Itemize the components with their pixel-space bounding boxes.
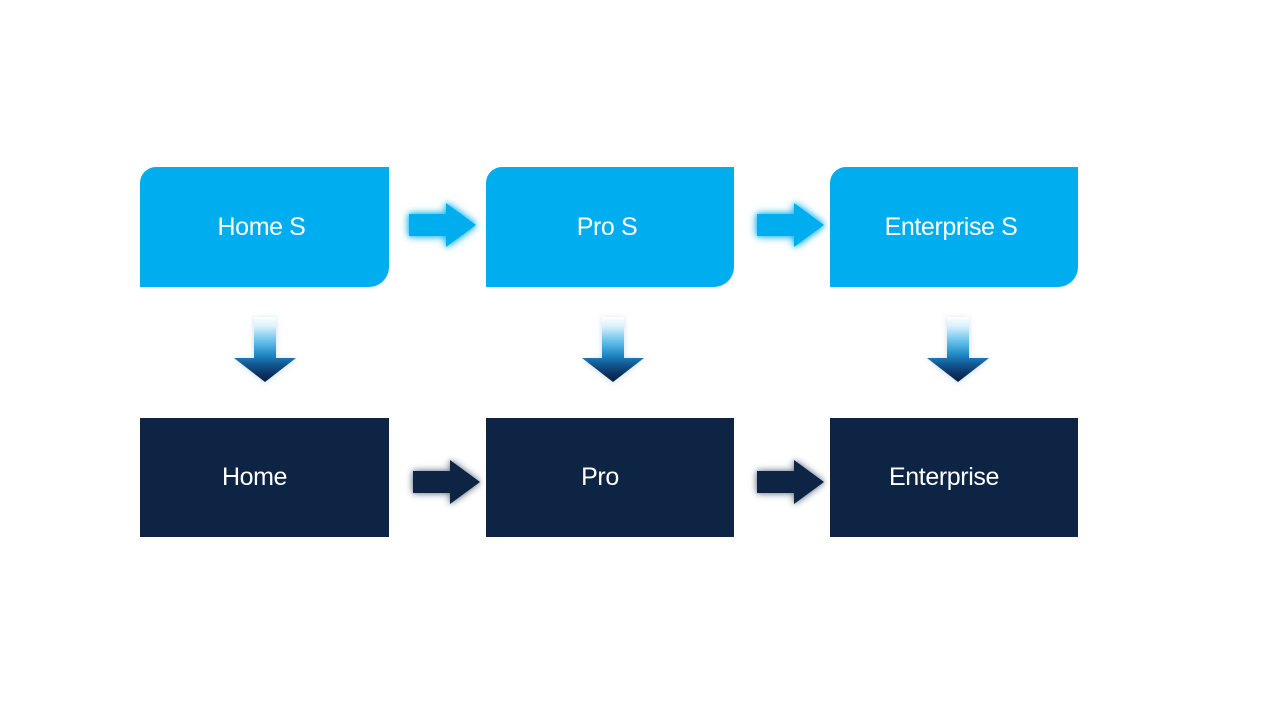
node-label: Pro xyxy=(581,463,619,491)
right-arrow-shape xyxy=(757,203,824,247)
node-enterprise: Enterprise xyxy=(830,418,1078,537)
down-arrow-icon xyxy=(234,317,296,382)
node-label: Pro S xyxy=(576,212,638,241)
node-label: Home S xyxy=(217,212,306,241)
right-arrow-icon xyxy=(413,460,480,504)
right-arrow-shape xyxy=(757,460,824,504)
down-arrow-shape xyxy=(234,317,296,382)
down-arrow-icon xyxy=(582,317,644,382)
node-label: Home xyxy=(221,463,288,491)
right-arrow-shape xyxy=(413,460,480,504)
right-arrow-icon xyxy=(757,203,824,247)
node-label: Enterprise S xyxy=(884,212,1018,241)
node-home-s: Home S xyxy=(140,167,389,287)
node-pro: Pro xyxy=(486,418,734,537)
node-label: Enterprise xyxy=(889,463,999,491)
node-enterprise-s: Enterprise S xyxy=(830,167,1078,287)
right-arrow-icon xyxy=(409,203,476,247)
down-arrow-icon xyxy=(927,317,989,382)
down-arrow-shape xyxy=(582,317,644,382)
node-pro-s: Pro S xyxy=(486,167,734,287)
right-arrow-icon xyxy=(757,460,824,504)
right-arrow-shape xyxy=(409,203,476,247)
down-arrow-shape xyxy=(927,317,989,382)
node-home: Home xyxy=(140,418,389,537)
